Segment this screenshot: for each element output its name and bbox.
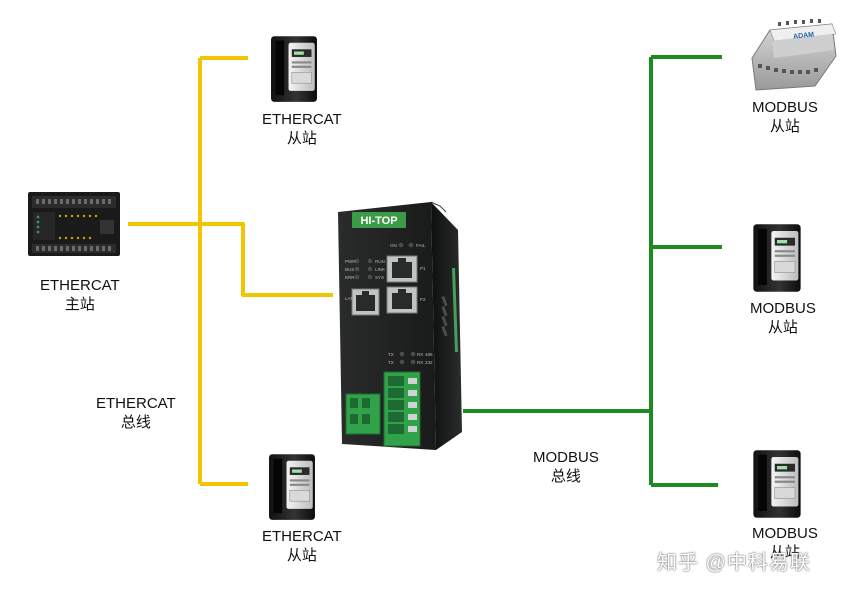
modbus-slave-middle-label: MODBUS 从站 (750, 299, 816, 337)
modbus-slave-adam-module: ADAM (751, 19, 837, 91)
ethercat-slave-top-label-line2: 从站 (286, 130, 317, 147)
modbus-slave-middle-label-line1: MODBUS (750, 300, 816, 317)
modbus-slave-bottom-drive (752, 449, 802, 519)
gateway-port-p2 (386, 286, 418, 314)
led-label-232: 232 (425, 360, 433, 365)
modbus-slave-top-label-line1: MODBUS (752, 99, 818, 116)
led-label-run: RUN (375, 259, 385, 264)
modbus-slave-bottom-label-line1: MODBUS (752, 525, 818, 542)
port-label-lan: LAN (345, 296, 354, 301)
hi-top-gateway: HI-TOP ON FAIL PWR (338, 201, 462, 450)
adam-module-text: ADAM (793, 32, 815, 41)
modbus-bus-label-line2: 总线 (550, 468, 581, 485)
gateway-port-p1 (386, 255, 418, 283)
ethercat-master-plc (28, 192, 120, 256)
port-label-p2: P2 (420, 297, 426, 302)
modbus-bus-label-line1: MODBUS (533, 449, 599, 466)
led-label-sys: SYS (375, 275, 384, 280)
modbus-slave-top-label-line2: 从站 (769, 118, 800, 135)
gateway-leds (354, 242, 416, 365)
ethercat-slave-bottom-drive (268, 453, 316, 521)
led-label-on: ON (390, 243, 397, 248)
ethercat-master-label-line1: ETHERCAT (40, 277, 120, 294)
led-label-rx2: RX (417, 360, 423, 365)
led-label-pwr: PWR (345, 259, 356, 264)
gateway-green-stripe (452, 268, 458, 352)
gateway-brand-badge (352, 212, 406, 228)
ethercat-slave-bottom-label: ETHERCAT 从站 (262, 527, 342, 565)
led-label-485: 485 (425, 352, 433, 357)
port-label-p1: P1 (420, 266, 426, 271)
modbus-slave-bottom-label: MODBUS 从站 (752, 524, 818, 562)
modbus-bus-label: MODBUS 总线 (533, 448, 599, 486)
ethercat-master-label-line2: 主站 (64, 296, 95, 313)
modbus-slave-bottom-label-line2: 从站 (769, 544, 800, 561)
modbus-slave-middle-label-line2: 从站 (767, 319, 798, 336)
gateway-brand-text: HI-TOP (360, 215, 397, 227)
ethercat-bus-label-line2: 总线 (120, 414, 151, 431)
modbus-slave-top-label: MODBUS 从站 (752, 98, 818, 136)
ethercat-slave-top-label-line1: ETHERCAT (262, 111, 342, 128)
ethercat-master-label: ETHERCAT 主站 (40, 276, 120, 314)
gateway-terminal-block-left (345, 393, 381, 435)
led-label-fail: FAIL (416, 243, 426, 248)
ethercat-bus-lines (128, 56, 333, 486)
ethercat-bus-label: ETHERCAT 总线 (96, 394, 176, 432)
led-label-link: LINK (375, 267, 385, 272)
led-label-tx1: TX (388, 352, 394, 357)
modbus-slave-middle-drive (752, 223, 802, 293)
gateway-terminal-block-right (383, 371, 421, 447)
led-label-err: ERR (345, 275, 355, 280)
modbus-bus-lines (463, 55, 722, 487)
ethercat-slave-bottom-label-line2: 从站 (286, 547, 317, 564)
gateway-led-labels: ON FAIL PWR RUN BUS LINK ERR SYS TX RX 4… (345, 243, 433, 365)
ethercat-slave-bottom-label-line1: ETHERCAT (262, 528, 342, 545)
gateway-port-lan (351, 288, 380, 316)
led-label-tx2: TX (388, 360, 394, 365)
ethercat-bus-label-line1: ETHERCAT (96, 395, 176, 412)
ethercat-slave-top-label: ETHERCAT 从站 (262, 110, 342, 148)
ethercat-slave-top-drive (270, 35, 318, 103)
ethercat-master-link (128, 222, 333, 297)
zhihu-watermark: 知乎 @中科易联 (657, 552, 811, 574)
led-label-rx1: RX (417, 352, 423, 357)
led-label-bus: BUS (345, 267, 354, 272)
